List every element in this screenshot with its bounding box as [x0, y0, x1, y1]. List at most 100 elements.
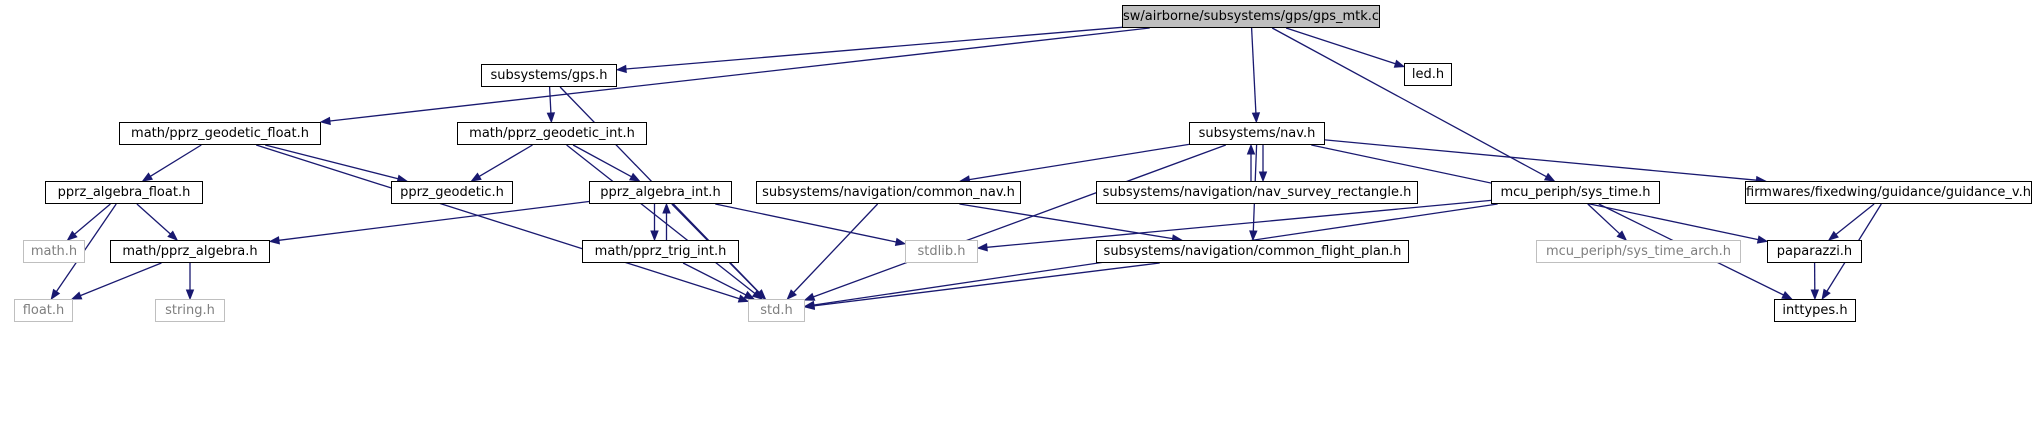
edge-pprz_algebra_float_h-to-pprz_algebra_h: [136, 203, 179, 241]
arrowhead-icon: [185, 289, 195, 301]
edge-guidance_v_h-to-paparazzi_h: [1827, 203, 1875, 241]
arrowhead-icon: [1810, 289, 1820, 301]
arrowhead-icon: [470, 172, 482, 182]
edge-line: [813, 144, 1227, 298]
edge-common_nav_h-to-common_flight_plan_h: [959, 203, 1183, 243]
node-subsystems-gps-h[interactable]: subsystems/gps.h: [481, 64, 617, 87]
arrowhead-icon: [1821, 288, 1831, 301]
edge-line: [986, 199, 1492, 248]
arrowhead-icon: [1756, 235, 1769, 244]
arrowhead-icon: [786, 289, 797, 301]
edge-line: [55, 203, 117, 292]
edge-sys_time_h-to-sys_time_arch_h: [1587, 203, 1628, 241]
edge-line: [566, 144, 756, 294]
edge-subsystems_nav_h-to-nav_survey_rectangle_h: [1258, 145, 1268, 183]
arrowhead-icon: [803, 292, 816, 301]
arrowhead-icon: [1543, 172, 1556, 182]
edge-sys_time_h-to-stdlib_h: [976, 199, 1492, 252]
node-subsystems-nav-h[interactable]: subsystems/nav.h: [1189, 122, 1325, 145]
edge-pprz_algebra_int_h-to-pprz_algebra_h: [268, 200, 590, 245]
edge-gps_mtk_c-to-led_h: [1285, 27, 1406, 68]
arrowhead-icon: [662, 202, 671, 214]
node-led-h[interactable]: led.h: [1404, 63, 1452, 86]
arrowhead-icon: [894, 237, 907, 247]
arrowhead-icon: [1393, 59, 1406, 68]
edge-line: [265, 144, 399, 180]
edge-line: [74, 203, 111, 235]
node-pprz-algebra-h[interactable]: math/pprz_algebra.h: [110, 240, 270, 263]
node-gps-mtk-c[interactable]: sw/airborne/subsystems/gps/gps_mtk.c: [1122, 5, 1380, 28]
edge-pprz_algebra_int_h-to-pprz_trig_int_h: [650, 204, 659, 242]
arrowhead-icon: [546, 112, 556, 124]
arrowhead-icon: [167, 230, 179, 241]
edge-gps_mtk_c-to-subsystems_gps_h: [615, 26, 1123, 74]
node-paparazzi-h[interactable]: paparazzi.h: [1767, 240, 1862, 263]
edge-pprz_trig_int_h-to-std_h: [682, 262, 756, 300]
edge-pprz_algebra_float_h-to-float_h: [50, 203, 117, 301]
node-string-h[interactable]: string.h: [155, 299, 225, 322]
node-guidance-v-h[interactable]: firmwares/fixedwing/guidance/guidance_v.…: [1745, 181, 2032, 204]
node-common-flight-plan-h[interactable]: subsystems/navigation/common_flight_plan…: [1096, 240, 1409, 263]
edge-line: [793, 203, 879, 293]
node-pprz-algebra-float-h[interactable]: pprz_algebra_float.h: [45, 181, 203, 204]
node-sys-time-arch-h[interactable]: mcu_periph/sys_time_arch.h: [1536, 240, 1741, 263]
arrowhead-icon: [319, 116, 331, 126]
edge-line: [813, 262, 1160, 307]
node-pprz-geodetic-float-h[interactable]: math/pprz_geodetic_float.h: [119, 122, 321, 145]
node-pprz-algebra-int-h[interactable]: pprz_algebra_int.h: [589, 181, 732, 204]
edge-subsystems_gps_h-to-pprz_geodetic_int_h: [546, 86, 556, 124]
edge-line: [1835, 203, 1875, 235]
edge-line: [969, 143, 1190, 181]
node-inttypes-h[interactable]: inttypes.h: [1774, 299, 1856, 322]
edge-gps_mtk_c-to-sys_time_h: [1271, 27, 1556, 182]
edge-pprz_geodetic_int_h-to-std_h: [566, 144, 763, 300]
arrowhead-icon: [650, 230, 659, 242]
node-std-h[interactable]: std.h: [748, 299, 805, 322]
edge-pprz_trig_int_h-to-pprz_algebra_int_h: [662, 202, 671, 240]
edge-line: [478, 144, 533, 177]
arrowhead-icon: [70, 291, 83, 300]
edge-paparazzi_h-to-inttypes_h: [1810, 262, 1820, 301]
edge-pprz_geodetic_int_h-to-pprz_algebra_int_h: [572, 144, 641, 182]
edge-subsystems_nav_h-to-common_nav_h: [958, 143, 1190, 184]
edge-subsystems_nav_h-to-std_h: [803, 144, 1227, 301]
edge-line: [715, 203, 897, 243]
edge-common_nav_h-to-std_h: [786, 203, 879, 301]
node-float-h[interactable]: float.h: [14, 299, 73, 322]
arrowhead-icon: [1249, 230, 1258, 242]
node-math-h[interactable]: math.h: [23, 240, 85, 263]
node-pprz-geodetic-h[interactable]: pprz_geodetic.h: [391, 181, 513, 204]
edge-line: [1324, 139, 1757, 181]
edge-pprz_geodetic_float_h-to-pprz_algebra_float_h: [141, 144, 202, 182]
node-nav-survey-rectangle-h[interactable]: subsystems/navigation/nav_survey_rectang…: [1096, 181, 1418, 204]
node-pprz-trig-int-h[interactable]: math/pprz_trig_int.h: [582, 240, 739, 263]
arrowhead-icon: [629, 172, 641, 182]
edge-line: [256, 144, 740, 300]
edge-line: [572, 144, 632, 178]
arrowhead-icon: [1258, 171, 1268, 183]
arrowhead-icon: [1246, 143, 1256, 155]
arrowhead-icon: [803, 301, 815, 310]
edge-pprz_geodetic_float_h-to-std_h: [256, 144, 750, 303]
edge-line: [682, 262, 747, 296]
node-common-nav-h[interactable]: subsystems/navigation/common_nav.h: [756, 181, 1021, 204]
edge-line: [136, 203, 171, 235]
node-pprz-geodetic-int-h[interactable]: math/pprz_geodetic_int.h: [457, 122, 647, 145]
node-stdlib-h[interactable]: stdlib.h: [905, 240, 978, 263]
arrowhead-icon: [50, 288, 61, 301]
edge-line: [80, 262, 162, 297]
arrowhead-icon: [755, 289, 767, 300]
edge-pprz_geodetic_int_h-to-pprz_geodetic_h: [470, 144, 533, 182]
edge-gps_mtk_c-to-subsystems_nav_h: [1250, 27, 1261, 124]
edge-line: [1271, 27, 1547, 178]
edge-pprz_algebra_h-to-float_h: [70, 262, 162, 300]
node-sys-time-h[interactable]: mcu_periph/sys_time.h: [1491, 181, 1660, 204]
edge-line: [278, 200, 590, 241]
arrowhead-icon: [141, 172, 154, 182]
edge-line: [1587, 203, 1621, 235]
edge-line: [625, 26, 1123, 70]
arrowhead-icon: [1251, 112, 1261, 124]
arrowhead-icon: [1616, 230, 1628, 241]
arrowhead-icon: [1827, 230, 1839, 241]
